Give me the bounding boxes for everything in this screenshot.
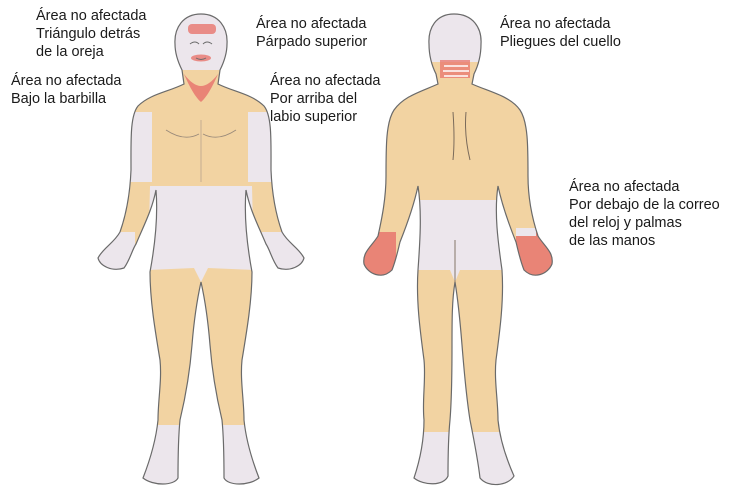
front-right-foot-unaffected bbox=[135, 425, 185, 490]
callout-retroauricular-line-1: Triángulo detrás bbox=[36, 25, 146, 43]
callout-chin: Área no afectada Bajo la barbilla bbox=[11, 72, 121, 108]
callout-eyelid-line-1: Párpado superior bbox=[256, 33, 367, 51]
callout-retroauricular-line-2: de la oreja bbox=[36, 43, 146, 61]
back-briefs-area bbox=[414, 200, 502, 282]
callout-wrist-palms: Área no afectada Por debajo de la correo… bbox=[569, 178, 720, 250]
callout-eyelid: Área no afectada Párpado superior bbox=[256, 15, 367, 51]
callout-lip-line-1: Por arriba del bbox=[270, 90, 380, 108]
callout-wrist-palms-line-2: del reloj y palmas bbox=[569, 214, 720, 232]
front-upper-lip-zone bbox=[191, 55, 211, 62]
callout-lip: Área no afectada Por arriba del labio su… bbox=[270, 72, 380, 126]
front-eyelid-zone bbox=[188, 24, 216, 34]
callout-lip-title: Área no afectada bbox=[270, 72, 380, 90]
front-right-hand-unaffected bbox=[90, 232, 135, 282]
callout-wrist-palms-title: Área no afectada bbox=[569, 178, 720, 196]
callout-retroauricular-title: Área no afectada bbox=[36, 7, 146, 25]
callout-retroauricular: Área no afectada Triángulo detrás de la … bbox=[36, 7, 146, 61]
callout-eyelid-title: Área no afectada bbox=[256, 15, 367, 33]
back-watch-strap-zone bbox=[516, 228, 536, 236]
callout-wrist-palms-line-1: Por debajo de la correo bbox=[569, 196, 720, 214]
back-left-hand-zone bbox=[516, 232, 556, 282]
callout-wrist-palms-line-3: de las manos bbox=[569, 232, 720, 250]
callout-chin-line-1: Bajo la barbilla bbox=[11, 90, 121, 108]
callout-chin-title: Área no afectada bbox=[11, 72, 121, 90]
callout-neck-folds-line-1: Pliegues del cuello bbox=[500, 33, 621, 51]
callout-neck-folds: Área no afectada Pliegues del cuello bbox=[500, 15, 621, 51]
callout-lip-line-2: labio superior bbox=[270, 108, 380, 126]
back-view-figure bbox=[360, 0, 556, 490]
callout-neck-folds-title: Área no afectada bbox=[500, 15, 621, 33]
front-briefs-area bbox=[148, 186, 254, 282]
